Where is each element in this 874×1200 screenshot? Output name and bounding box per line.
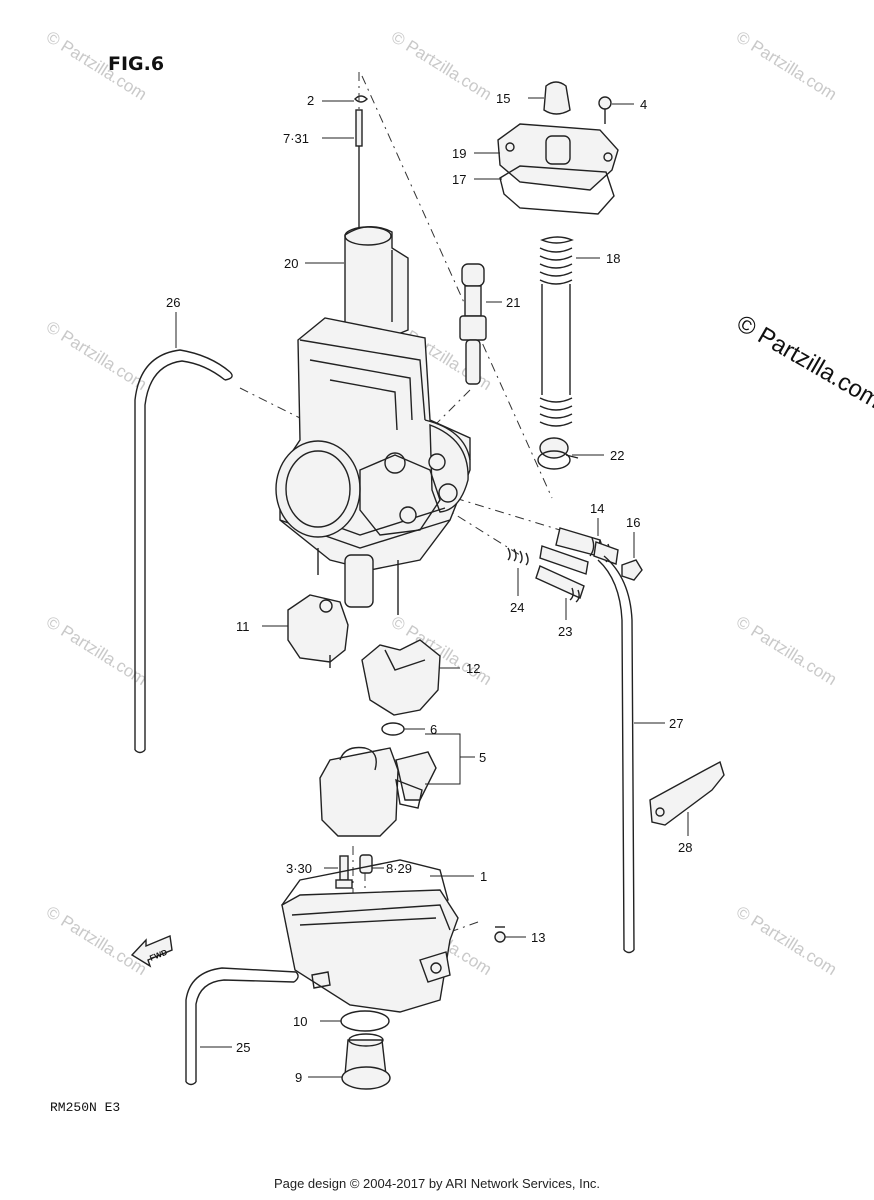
part-2-clip xyxy=(354,95,368,103)
assembly-axis xyxy=(449,921,479,933)
part-25-drain-tube xyxy=(185,967,299,1086)
callout-4: 4 xyxy=(640,97,647,112)
part-19-top-cover xyxy=(497,123,619,191)
watermark-small: © Partzilla.com xyxy=(43,612,150,689)
part-24-spring xyxy=(507,547,529,566)
part-15-cap xyxy=(543,81,571,115)
watermark-small: © Partzilla.com xyxy=(388,27,495,104)
model-code: RM250N E3 xyxy=(50,1100,120,1115)
assembly-axis xyxy=(361,75,553,499)
watermark-large: © Partzilla.com xyxy=(732,310,874,414)
assembly-axis xyxy=(239,387,301,419)
watermarks: © Partzilla.com © Partzilla.com © Partzi… xyxy=(43,27,874,979)
assembly-axis xyxy=(454,497,561,531)
callout-6: 6 xyxy=(430,722,437,737)
callout-27: 27 xyxy=(669,716,683,731)
watermark-small: © Partzilla.com xyxy=(733,902,840,979)
callout-12: 12 xyxy=(466,661,480,676)
part-3-30-main-jet xyxy=(335,855,353,889)
callout-labels: 2 7·31 20 15 4 19 17 18 21 26 22 14 16 2… xyxy=(166,91,692,1085)
callout-22: 22 xyxy=(610,448,624,463)
part-14-pilot-screw xyxy=(555,527,619,565)
leader-lines xyxy=(175,97,689,1078)
callout-21: 21 xyxy=(506,295,520,310)
callout-1: 1 xyxy=(480,869,487,884)
part-9-drain-plug xyxy=(341,1033,391,1090)
callout-25: 25 xyxy=(236,1040,250,1055)
callout-18: 18 xyxy=(606,251,620,266)
part-18-spring xyxy=(539,236,574,427)
part-8-29-pilot-jet xyxy=(359,854,373,874)
watermark-small: © Partzilla.com xyxy=(43,902,150,979)
part-27-overflow-tube xyxy=(597,555,635,954)
callout-9: 9 xyxy=(295,1070,302,1085)
callout-11: 11 xyxy=(236,619,250,634)
part-23-throttle-stop-screw xyxy=(535,545,589,603)
callout-20: 20 xyxy=(284,256,298,271)
callout-7-31: 7·31 xyxy=(283,131,309,146)
carburetor-body xyxy=(275,317,471,615)
callout-10: 10 xyxy=(293,1014,307,1029)
callout-23: 23 xyxy=(558,624,572,639)
part-20-throttle-valve xyxy=(344,226,409,339)
page-footer: Page design © 2004-2017 by ARI Network S… xyxy=(273,1176,601,1191)
part-10-o-ring xyxy=(340,1010,390,1032)
fwd-arrow-icon: FWD xyxy=(130,935,173,968)
callout-8-29: 8·29 xyxy=(386,861,412,876)
part-5-float-assembly xyxy=(319,746,437,837)
part-12-float xyxy=(361,639,441,716)
watermark-small: © Partzilla.com xyxy=(733,27,840,104)
callout-5: 5 xyxy=(479,750,486,765)
part-21-starter-plunger xyxy=(459,263,487,385)
float-chamber xyxy=(281,889,459,1013)
callout-2: 2 xyxy=(307,93,314,108)
callout-14: 14 xyxy=(590,501,604,516)
callout-17: 17 xyxy=(452,172,466,187)
callout-15: 15 xyxy=(496,91,510,106)
watermark-small: © Partzilla.com xyxy=(43,317,150,394)
part-22-cable-adjuster xyxy=(537,437,579,470)
part-17-gasket xyxy=(499,165,615,215)
callout-26: 26 xyxy=(166,295,180,310)
callout-3-30: 3·30 xyxy=(286,861,312,876)
part-13-screw xyxy=(494,926,506,943)
watermark-small: © Partzilla.com xyxy=(733,612,840,689)
assembly-axis xyxy=(419,389,471,441)
part-16-nut xyxy=(621,559,643,581)
figure-title: FIG.6 xyxy=(108,53,164,75)
part-11-float-guard xyxy=(287,594,349,668)
callout-24: 24 xyxy=(510,600,524,615)
part-6-o-ring xyxy=(381,722,405,736)
callout-28: 28 xyxy=(678,840,692,855)
callout-19: 19 xyxy=(452,146,466,161)
part-7-31-jet-needle xyxy=(355,109,363,230)
part-28-clamp xyxy=(649,760,725,826)
part-26-vent-tube xyxy=(134,349,233,754)
part-4-screw xyxy=(598,96,612,124)
callout-16: 16 xyxy=(626,515,640,530)
callout-13: 13 xyxy=(531,930,545,945)
